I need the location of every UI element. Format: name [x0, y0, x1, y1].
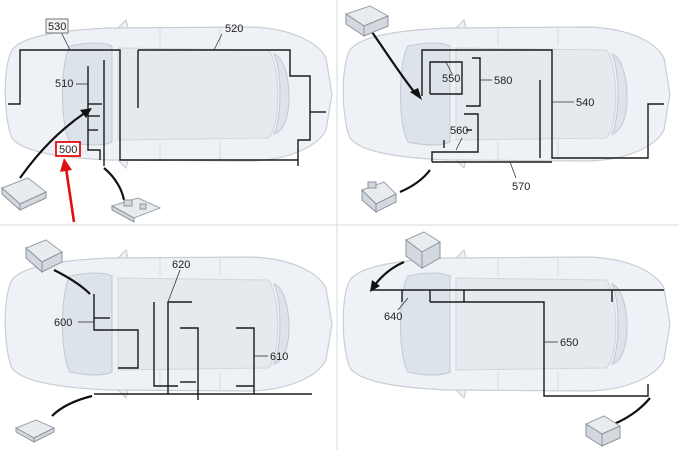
red-arrow-head	[60, 158, 72, 172]
module-arrow	[371, 31, 417, 95]
connector-module-icon	[361, 181, 397, 214]
module-arrow-head	[80, 108, 92, 118]
connector-module-icon	[1, 177, 47, 212]
module-arrow	[19, 111, 87, 179]
leader-line	[445, 61, 453, 75]
panel-bottom-right: 640 650	[342, 231, 671, 447]
module-arrow	[51, 394, 93, 417]
connector-module-icon	[405, 231, 441, 269]
connector-module-icon	[584, 415, 622, 447]
leader-line	[167, 269, 181, 303]
wire-650	[430, 301, 649, 397]
connector-module-icon	[14, 419, 56, 443]
label-520: 520	[225, 23, 243, 35]
label-570: 570	[512, 181, 530, 193]
module-arrow	[103, 167, 126, 201]
wire-560	[431, 113, 479, 162]
wire-loop-550	[429, 61, 463, 95]
car-top-view	[342, 249, 671, 399]
leader-line	[213, 33, 223, 51]
wire-branch	[153, 302, 178, 387]
panel-top-left: 530 520 510 500	[1, 18, 333, 223]
wire-harness-rear	[138, 49, 311, 166]
car-top-view	[4, 19, 333, 169]
highlight-box-500	[55, 141, 81, 157]
label-530: 530	[48, 21, 66, 33]
module-arrow	[53, 269, 91, 295]
label-580: 580	[494, 75, 512, 87]
leader-line	[509, 161, 517, 179]
label-550: 550	[442, 73, 460, 85]
module-arrow	[613, 397, 651, 426]
module-arrow	[399, 169, 431, 194]
wire-front	[87, 66, 101, 160]
panel-top-right: 550 580 540 560 570	[342, 5, 671, 214]
label-610: 610	[270, 351, 288, 363]
label-510: 510	[55, 78, 73, 90]
leader-line	[455, 137, 463, 151]
label-600: 600	[54, 317, 72, 329]
label-560: 560	[450, 125, 468, 137]
wire-580	[466, 57, 481, 107]
label-540: 540	[576, 97, 594, 109]
label-500: 500	[59, 144, 77, 156]
module-arrow-head	[370, 280, 380, 292]
connector-module-icon	[110, 197, 162, 223]
wire-harness-540	[421, 49, 664, 159]
label-620: 620	[172, 259, 190, 271]
module-arrow-head	[410, 88, 422, 100]
label-box-530	[45, 18, 69, 34]
label-640: 640	[384, 311, 402, 323]
connector-module-icon	[25, 239, 63, 274]
wire-branch	[180, 327, 199, 400]
wire-610	[236, 327, 255, 394]
car-top-view	[342, 19, 671, 169]
panel-bottom-left: 620 600 610	[4, 239, 333, 443]
leader-line	[397, 297, 409, 311]
label-650: 650	[560, 337, 578, 349]
connector-module-icon	[344, 5, 390, 37]
red-arrow	[64, 167, 76, 223]
